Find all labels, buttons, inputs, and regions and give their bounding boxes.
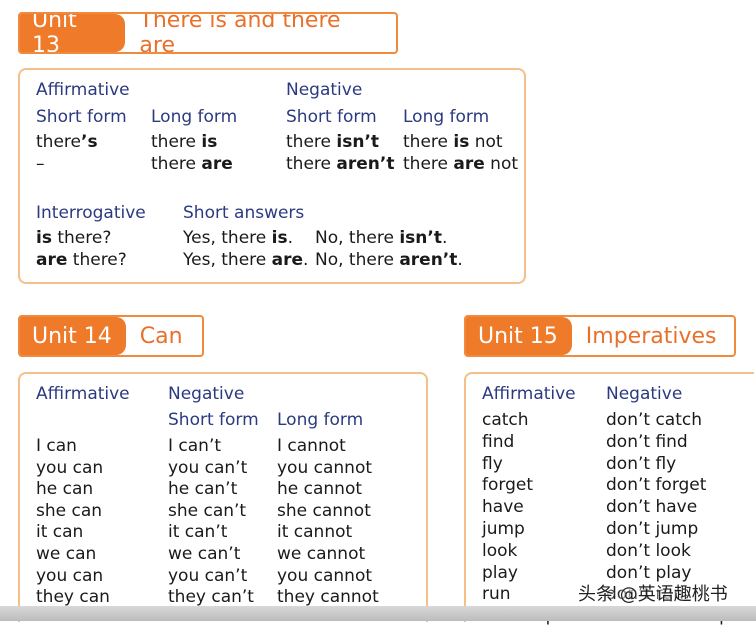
- unit13-aff-long-row: there are: [151, 154, 233, 174]
- list-item: look: [482, 540, 518, 561]
- unit13-neg-short-heading: Short form: [286, 107, 377, 127]
- unit14-table: Affirmative Negative Short form Long for…: [18, 372, 428, 622]
- unit15-negative-heading: Negative: [606, 384, 683, 404]
- list-item: he can’t: [168, 479, 238, 500]
- list-item: we can’t: [168, 544, 241, 564]
- unit13-header: Unit 13 There is and there are: [18, 12, 398, 54]
- list-item: run: [482, 584, 511, 605]
- unit13-label: Unit 13: [20, 14, 126, 52]
- unit14-short-heading: Short form: [168, 410, 259, 430]
- unit13-aff-long-heading: Long form: [151, 107, 238, 127]
- list-item: they cannot: [277, 587, 379, 608]
- list-item: have: [482, 497, 524, 518]
- unit13-table: Affirmative Negative Short form Long for…: [18, 68, 526, 284]
- unit13-no-answer: No, there isn’t.: [315, 228, 448, 248]
- unit14-label: Unit 14: [20, 317, 126, 355]
- unit15-affirmative-heading: Affirmative: [482, 384, 576, 404]
- list-item: don’t catch: [606, 410, 702, 430]
- unit13-aff-short-row: there’s: [36, 132, 98, 152]
- list-item: you can’t: [168, 457, 248, 478]
- list-item: she can’t: [168, 500, 247, 521]
- unit13-interrogative-heading: Interrogative: [36, 203, 146, 223]
- list-item: it cannot: [277, 522, 353, 543]
- list-item: find: [482, 431, 515, 452]
- unit14-affirmative-heading: Affirmative: [36, 384, 130, 404]
- unit15-header: Unit 15 Imperatives: [464, 315, 736, 357]
- list-item: play: [482, 562, 518, 583]
- list-item: we cannot: [277, 544, 366, 564]
- list-item: don’t play: [606, 562, 692, 583]
- list-item: they can: [36, 587, 110, 608]
- list-item: don’t fly: [606, 453, 677, 474]
- list-item: don’t run: [606, 584, 684, 605]
- list-item: he cannot: [277, 479, 363, 500]
- unit14-long-heading: Long form: [277, 410, 364, 430]
- unit13-question: are there?: [36, 250, 127, 270]
- list-item: jump: [482, 519, 525, 539]
- unit14-negative-heading: Negative: [168, 384, 245, 404]
- list-item: they can’t: [168, 587, 254, 608]
- list-item: she cannot: [277, 500, 371, 521]
- unit13-title: There is and there are: [139, 12, 341, 54]
- list-item: I cannot: [277, 436, 346, 456]
- list-item: you can’t: [168, 565, 248, 586]
- list-item: you can: [36, 457, 104, 478]
- list-item: we can: [36, 544, 97, 564]
- unit13-no-answer: No, there aren’t.: [315, 250, 463, 270]
- list-item: don’t find: [606, 431, 688, 452]
- unit13-short-answers-heading: Short answers: [183, 203, 305, 223]
- unit13-aff-short-row: –: [36, 154, 45, 174]
- unit13-neg-short-row: there aren’t: [286, 154, 395, 174]
- bottom-scrollbar-strip: [0, 606, 756, 621]
- unit15-label: Unit 15: [466, 317, 572, 355]
- unit13-neg-long-heading: Long form: [403, 107, 490, 127]
- list-item: don’t jump: [606, 519, 699, 539]
- list-item: it can: [36, 522, 84, 543]
- unit14-header: Unit 14 Can: [18, 315, 204, 357]
- list-item: you can: [36, 565, 104, 586]
- list-item: she can: [36, 500, 103, 521]
- watermark: 头条 @英语趣桃书: [578, 584, 728, 605]
- list-item: I can’t: [168, 436, 222, 456]
- list-item: you cannot: [277, 457, 373, 478]
- list-item: fly: [482, 453, 503, 474]
- unit13-aff-long-row: there is: [151, 132, 218, 152]
- list-item: don’t forget: [606, 475, 707, 496]
- unit13-neg-long-row: there is not: [403, 132, 503, 152]
- list-item: forget: [482, 475, 533, 496]
- unit13-yes-answer: Yes, there are.: [183, 250, 309, 270]
- list-item: I can: [36, 436, 77, 456]
- unit13-yes-answer: Yes, there is.: [183, 228, 293, 248]
- list-item: don’t look: [606, 540, 691, 561]
- list-item: you cannot: [277, 565, 373, 586]
- unit13-neg-short-row: there isn’t: [286, 132, 380, 152]
- unit13-neg-long-row: there are not: [403, 154, 519, 174]
- unit13-aff-short-heading: Short form: [36, 107, 127, 127]
- unit15-title: Imperatives: [585, 323, 717, 349]
- unit14-title: Can: [139, 323, 183, 349]
- list-item: it can’t: [168, 522, 228, 543]
- list-item: he can: [36, 479, 94, 500]
- list-item: catch: [482, 410, 529, 430]
- unit13-question: is there?: [36, 228, 112, 248]
- unit13-affirmative-heading: Affirmative: [36, 80, 130, 100]
- unit13-negative-heading: Negative: [286, 80, 363, 100]
- list-item: don’t have: [606, 497, 698, 518]
